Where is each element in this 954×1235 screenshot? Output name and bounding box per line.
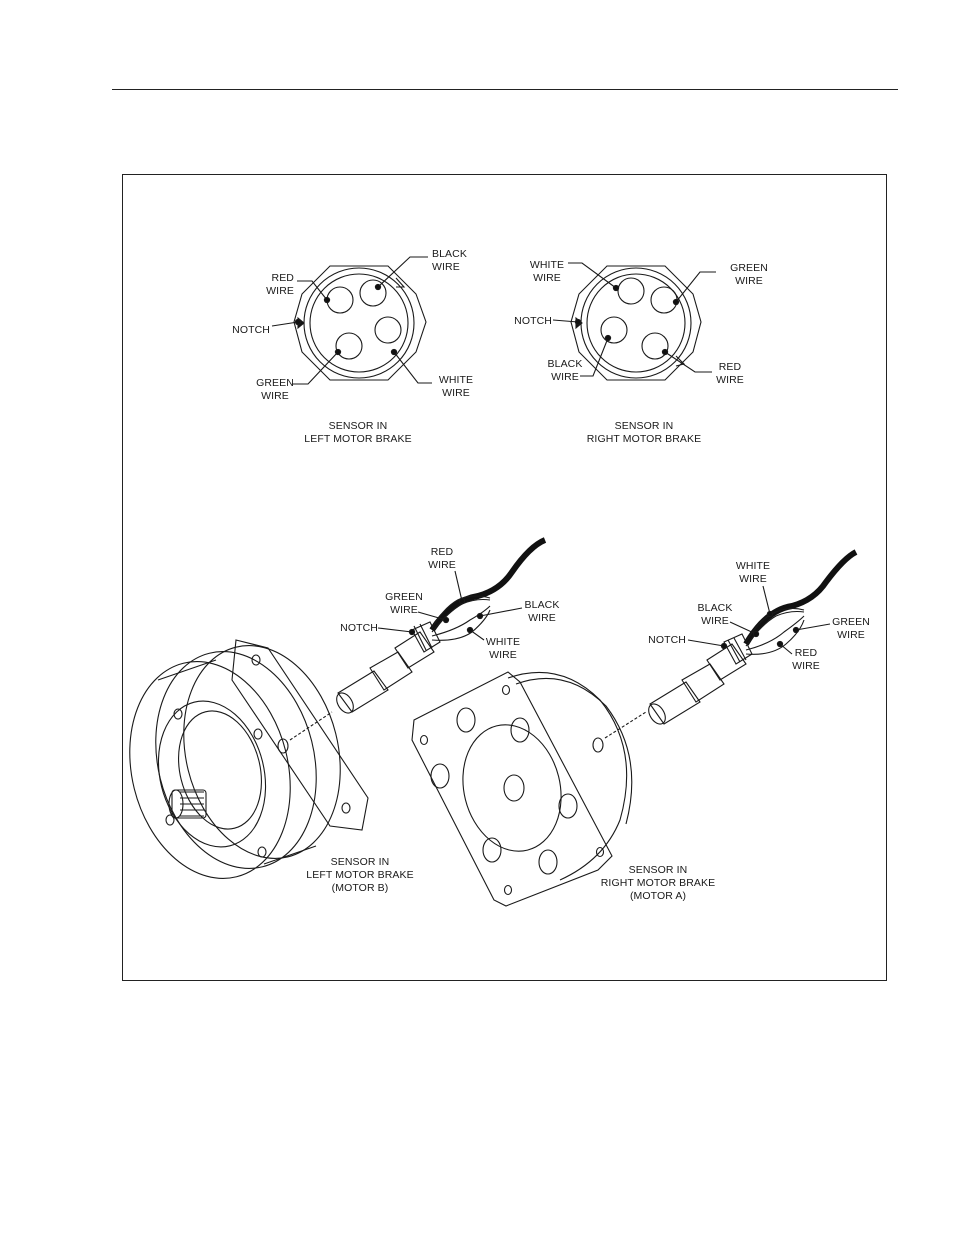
red-pin — [641, 332, 669, 360]
white-pin — [617, 277, 645, 305]
green-pin — [335, 332, 363, 360]
right-brake-caption: SENSOR IN RIGHT MOTOR BRAKE (MOTOR A) — [600, 864, 716, 902]
right-sensor-notch-label: NOTCH — [648, 634, 686, 646]
green-pin — [650, 286, 678, 314]
right-sensor-white-wire-label: WHITE WIRE — [735, 560, 771, 585]
right-sensor-red-wire-label: RED WIRE — [792, 647, 820, 672]
right-face-white-wire-label: WHITE WIRE — [529, 259, 565, 284]
red-pin — [326, 286, 354, 314]
left-motor-brake — [129, 639, 369, 879]
left-face-green-wire-label: GREEN WIRE — [256, 377, 294, 402]
left-face-black-wire-label: BLACK WIRE — [432, 248, 467, 273]
right-connector-face — [570, 265, 702, 381]
right-face-leaders — [552, 262, 716, 377]
black-pin — [600, 316, 628, 344]
right-sensor-green-wire-label: GREEN WIRE — [832, 616, 870, 641]
right-face-green-wire-label: GREEN WIRE — [730, 262, 768, 287]
right-face-black-wire-label: BLACK WIRE — [547, 358, 583, 383]
left-sensor-black-wire-label: BLACK WIRE — [524, 599, 560, 624]
left-face-red-wire-label: RED WIRE — [266, 272, 294, 297]
right-sensor-black-wire-label: BLACK WIRE — [697, 602, 733, 627]
black-pin — [359, 279, 387, 307]
left-sensor-red-wire-label: RED WIRE — [428, 546, 456, 571]
left-face-notch-label: NOTCH — [232, 324, 270, 336]
left-sensor-leaders — [377, 570, 523, 641]
header-rule — [112, 89, 898, 90]
left-sensor-notch-label: NOTCH — [340, 622, 378, 634]
right-face-red-wire-label: RED WIRE — [716, 361, 744, 386]
left-brake-caption: SENSOR IN LEFT MOTOR BRAKE (MOTOR B) — [306, 856, 414, 894]
white-pin — [374, 316, 402, 344]
left-face-white-wire-label: WHITE WIRE — [438, 374, 474, 399]
right-sensor-leaders — [687, 585, 831, 655]
right-face-caption: SENSOR IN RIGHT MOTOR BRAKE — [586, 420, 702, 445]
left-sensor — [336, 537, 547, 714]
right-face-notch-label: NOTCH — [514, 315, 552, 327]
right-motor-brake — [411, 671, 647, 907]
left-sensor-white-wire-label: WHITE WIRE — [485, 636, 521, 661]
left-face-leaders — [271, 256, 432, 385]
left-sensor-green-wire-label: GREEN WIRE — [385, 591, 423, 616]
figure-frame — [122, 174, 887, 981]
left-face-caption: SENSOR IN LEFT MOTOR BRAKE — [304, 420, 412, 445]
